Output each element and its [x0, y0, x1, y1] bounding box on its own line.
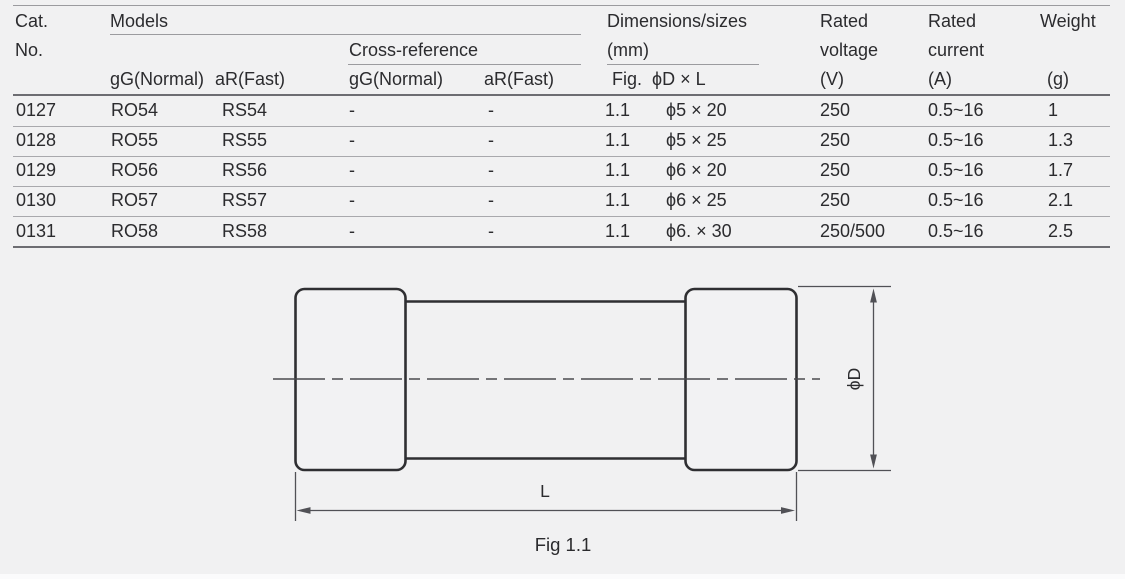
cell-cat-no: 0128 — [16, 130, 57, 150]
cell-rated-voltage: 250 — [820, 130, 851, 150]
cell-model-gg: RO57 — [111, 190, 159, 211]
col-header-fig: Fig. — [612, 69, 643, 89]
models-underline — [110, 33, 581, 35]
col-header-voltage-line2: voltage — [820, 40, 879, 60]
cell-cat-no: 0129 — [16, 160, 57, 181]
cell-rated-voltage: 250 — [820, 190, 851, 211]
cell-cross-gg: - — [349, 220, 355, 241]
table-row: 0128 RO55 RS55 - - 1.1 ϕ5 × 25 250 0.5~1… — [0, 126, 1125, 156]
cell-fig: 1.1 — [605, 100, 631, 120]
cell-model-ar: RS57 — [222, 190, 268, 211]
col-header-models: Models — [110, 11, 169, 31]
col-header-no: No. — [15, 40, 44, 60]
cell-rated-voltage: 250/500 — [820, 220, 886, 241]
table-top-rule — [13, 4, 1110, 6]
cell-model-ar: RS55 — [222, 130, 268, 150]
cell-rated-current: 0.5~16 — [928, 100, 984, 120]
cell-dimensions: ϕ6 × 25 — [666, 190, 727, 211]
cell-model-ar: RS58 — [222, 220, 268, 241]
figure-caption: Fig 1.1 — [535, 534, 592, 555]
col-header-cross-gg: gG(Normal) — [349, 69, 444, 89]
col-header-cat: Cat. — [15, 11, 49, 31]
col-header-dimensions-line2: (mm) — [607, 40, 649, 60]
cell-cross-gg: - — [349, 190, 355, 211]
cell-cross-ar: - — [488, 160, 494, 181]
cross-reference-underline — [348, 63, 581, 65]
col-header-voltage-unit: (V) — [820, 69, 844, 89]
cell-cat-no: 0131 — [16, 220, 57, 241]
cell-cross-gg: - — [349, 100, 355, 120]
cell-fig: 1.1 — [605, 160, 631, 181]
dimensions-underline — [607, 63, 759, 65]
cell-cross-gg: - — [349, 130, 355, 150]
header-bottom-rule — [13, 93, 1110, 96]
cell-cat-no: 0127 — [16, 100, 57, 120]
cell-rated-current: 0.5~16 — [928, 160, 984, 181]
cell-weight: 2.1 — [1048, 190, 1074, 211]
col-header-current-unit: (A) — [928, 69, 952, 89]
row-separator — [13, 216, 1110, 218]
cell-rated-current: 0.5~16 — [928, 190, 984, 211]
col-header-weight: Weight — [1040, 11, 1096, 31]
col-header-models-gg: gG(Normal) — [110, 69, 205, 89]
cell-fig: 1.1 — [605, 130, 631, 150]
cell-model-gg: RO55 — [111, 130, 159, 150]
cell-model-ar: RS54 — [222, 100, 268, 120]
length-arrowhead-right — [781, 507, 795, 514]
table-row: 0127 RO54 RS54 - - 1.1 ϕ5 × 20 250 0.5~1… — [0, 96, 1125, 126]
cell-model-gg: RO56 — [111, 160, 159, 181]
col-header-cross-reference: Cross-reference — [349, 40, 479, 60]
table-row: 0130 RO57 RS57 - - 1.1 ϕ6 × 25 250 0.5~1… — [0, 186, 1125, 216]
cell-dimensions: ϕ6 × 20 — [666, 160, 727, 181]
row-separator — [13, 125, 1110, 127]
cell-dimensions: ϕ5 × 20 — [666, 100, 727, 120]
col-header-models-ar: aR(Fast) — [215, 69, 286, 89]
diameter-arrowhead-up — [870, 288, 877, 303]
cell-weight: 1 — [1048, 100, 1059, 120]
cell-dimensions: ϕ5 × 25 — [666, 130, 727, 150]
col-header-diameter-length: ϕD × L — [652, 69, 706, 89]
table-row: 0131 RO58 RS58 - - 1.1 ϕ6. × 30 250/500 … — [0, 216, 1125, 246]
cell-cross-ar: - — [488, 190, 494, 211]
cell-fig: 1.1 — [605, 220, 631, 241]
cell-fig: 1.1 — [605, 190, 631, 211]
cell-rated-voltage: 250 — [820, 160, 851, 181]
row-separator — [13, 155, 1110, 157]
cell-model-gg: RO54 — [111, 100, 159, 120]
row-separator — [13, 185, 1110, 188]
cell-rated-voltage: 250 — [820, 100, 851, 120]
cell-cross-ar: - — [488, 130, 494, 150]
col-header-cross-ar: aR(Fast) — [484, 69, 555, 89]
cell-weight: 1.7 — [1048, 160, 1074, 181]
cell-cross-ar: - — [488, 100, 494, 120]
cell-dimensions: ϕ6. × 30 — [666, 220, 732, 241]
cell-model-gg: RO58 — [111, 220, 159, 241]
diameter-arrowhead-down — [870, 454, 877, 469]
diameter-dimension-label: ϕD — [844, 368, 864, 390]
col-header-dimensions-line1: Dimensions/sizes — [607, 11, 748, 31]
cell-weight: 2.5 — [1048, 220, 1074, 241]
cell-rated-current: 0.5~16 — [928, 220, 984, 241]
length-dimension-label: L — [540, 481, 550, 501]
col-header-current-line1: Rated — [928, 11, 977, 31]
cell-cat-no: 0130 — [16, 190, 57, 211]
bottom-margin — [0, 574, 1125, 579]
table-bottom-rule — [13, 245, 1110, 248]
col-header-weight-unit: (g) — [1047, 69, 1069, 89]
cell-cross-gg: - — [349, 160, 355, 181]
cell-weight: 1.3 — [1048, 130, 1074, 150]
length-arrowhead-left — [296, 507, 311, 514]
cell-rated-current: 0.5~16 — [928, 130, 984, 150]
cell-model-ar: RS56 — [222, 160, 268, 181]
col-header-current-line2: current — [928, 40, 985, 60]
cell-cross-ar: - — [488, 220, 494, 241]
table-row: 0129 RO56 RS56 - - 1.1 ϕ6 × 20 250 0.5~1… — [0, 156, 1125, 186]
col-header-voltage-line1: Rated — [820, 11, 869, 31]
